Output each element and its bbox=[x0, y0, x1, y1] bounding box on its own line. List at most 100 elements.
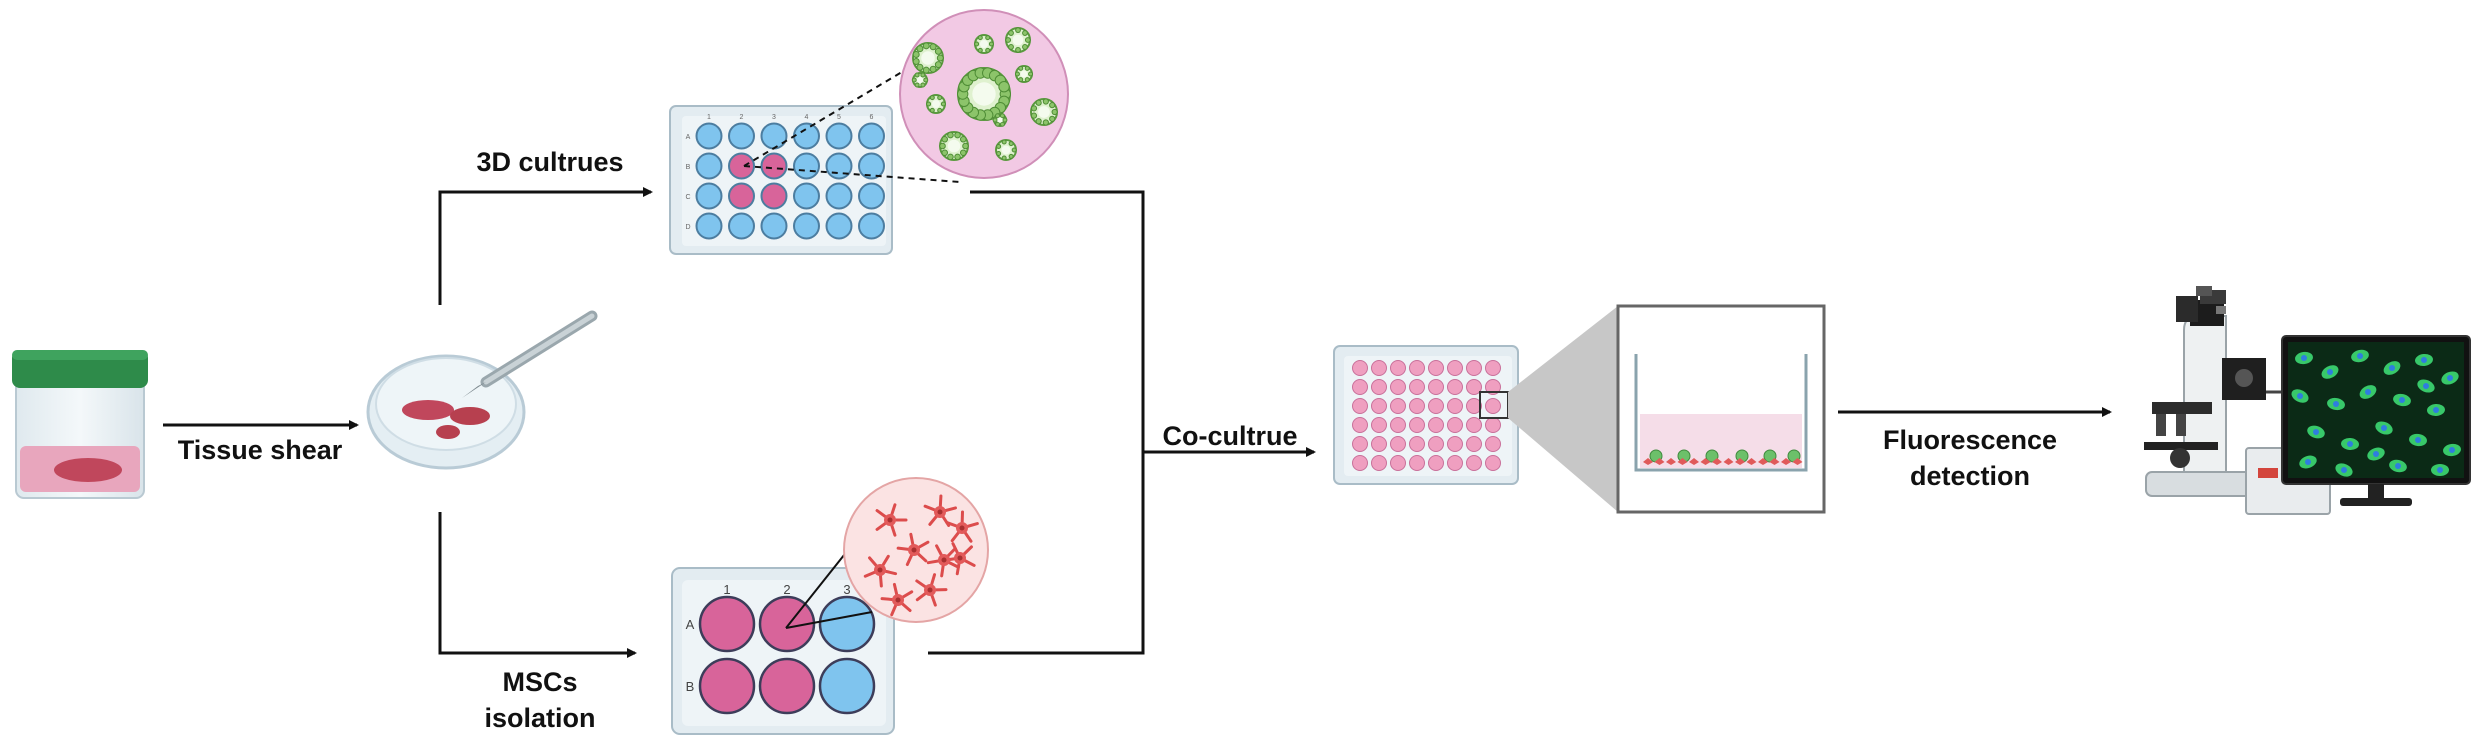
co-culture-well-view bbox=[1618, 306, 1824, 512]
plate-row-letter: A bbox=[686, 617, 695, 632]
well bbox=[1391, 399, 1406, 414]
organoid bbox=[1006, 28, 1030, 52]
plate-row-letter: C bbox=[685, 194, 690, 201]
well bbox=[859, 184, 884, 209]
specimen-jar-icon bbox=[12, 350, 148, 498]
well bbox=[827, 154, 852, 179]
plate-row-letter: B bbox=[686, 164, 691, 171]
well bbox=[762, 184, 787, 209]
well bbox=[1353, 456, 1368, 471]
well bbox=[820, 597, 874, 651]
well bbox=[1467, 418, 1482, 433]
organoid-zoom-circle bbox=[900, 10, 1068, 178]
well bbox=[1410, 380, 1425, 395]
well bbox=[1372, 418, 1387, 433]
organoid bbox=[975, 35, 994, 53]
well bbox=[762, 124, 787, 149]
well bbox=[1467, 437, 1482, 452]
well bbox=[1372, 437, 1387, 452]
well bbox=[729, 124, 754, 149]
plate-column-number: 2 bbox=[783, 582, 790, 597]
well bbox=[1448, 361, 1463, 376]
well bbox=[859, 154, 884, 179]
well bbox=[1391, 456, 1406, 471]
plate-column-number: 5 bbox=[837, 114, 841, 121]
well bbox=[1372, 380, 1387, 395]
well bbox=[1486, 456, 1501, 471]
well bbox=[697, 154, 722, 179]
well bbox=[1391, 380, 1406, 395]
well bbox=[859, 124, 884, 149]
well bbox=[1353, 361, 1368, 376]
plate-48-well bbox=[1334, 346, 1518, 484]
plate-column-number: 1 bbox=[707, 114, 711, 121]
monitor-icon bbox=[2282, 336, 2470, 506]
well bbox=[1486, 437, 1501, 452]
well bbox=[1486, 361, 1501, 376]
organoid bbox=[940, 132, 969, 160]
well bbox=[1486, 418, 1501, 433]
organoid bbox=[1015, 66, 1032, 82]
well bbox=[1410, 399, 1425, 414]
label-fluorescence-line2: detection bbox=[1860, 458, 2080, 494]
organoid bbox=[957, 68, 1010, 120]
well bbox=[794, 214, 819, 239]
well bbox=[1353, 399, 1368, 414]
well bbox=[729, 214, 754, 239]
plate-column-number: 2 bbox=[740, 114, 744, 121]
well bbox=[1353, 380, 1368, 395]
well bbox=[827, 184, 852, 209]
well bbox=[700, 597, 754, 651]
well bbox=[1372, 399, 1387, 414]
label-co-culture: Co-cultrue bbox=[1140, 418, 1320, 454]
arrow-msc-isolation bbox=[440, 512, 635, 653]
well bbox=[1353, 418, 1368, 433]
well bbox=[1429, 437, 1444, 452]
well bbox=[794, 124, 819, 149]
well bbox=[1410, 456, 1425, 471]
well bbox=[729, 184, 754, 209]
well bbox=[1391, 418, 1406, 433]
well bbox=[1429, 456, 1444, 471]
label-msc-isolation-line1: MSCs bbox=[450, 664, 630, 700]
label-3d-cultures: 3D cultrues bbox=[450, 144, 650, 180]
label-msc-isolation-line2: isolation bbox=[450, 700, 630, 736]
well bbox=[1372, 361, 1387, 376]
well bbox=[1448, 399, 1463, 414]
label-fluorescence-line1: Fluorescence bbox=[1860, 422, 2080, 458]
well bbox=[697, 184, 722, 209]
well bbox=[820, 659, 874, 713]
organoid bbox=[927, 95, 946, 113]
well bbox=[1353, 437, 1368, 452]
well bbox=[1410, 361, 1425, 376]
well bbox=[827, 124, 852, 149]
label-tissue-shear: Tissue shear bbox=[160, 432, 360, 468]
well bbox=[762, 154, 787, 179]
organoid bbox=[912, 73, 927, 87]
well bbox=[1486, 399, 1501, 414]
well bbox=[1429, 361, 1444, 376]
well bbox=[697, 124, 722, 149]
arrow-3d-cultures bbox=[440, 192, 651, 305]
well bbox=[1429, 380, 1444, 395]
zoom-projection bbox=[1508, 306, 1618, 512]
well bbox=[827, 214, 852, 239]
plate-row-letter: D bbox=[685, 224, 690, 231]
well bbox=[700, 659, 754, 713]
plate-column-number: 4 bbox=[805, 114, 809, 121]
well bbox=[1467, 456, 1482, 471]
well bbox=[1467, 361, 1482, 376]
plate-row-letter: A bbox=[686, 134, 691, 141]
well bbox=[1391, 437, 1406, 452]
plate-column-number: 3 bbox=[772, 114, 776, 121]
well bbox=[1410, 437, 1425, 452]
well bbox=[1448, 418, 1463, 433]
well bbox=[1448, 456, 1463, 471]
well bbox=[729, 154, 754, 179]
msc-zoom-circle bbox=[844, 478, 988, 622]
organoid bbox=[993, 114, 1007, 127]
organoid bbox=[996, 140, 1016, 160]
fluorescent-cell bbox=[2431, 464, 2449, 476]
well bbox=[1372, 456, 1387, 471]
